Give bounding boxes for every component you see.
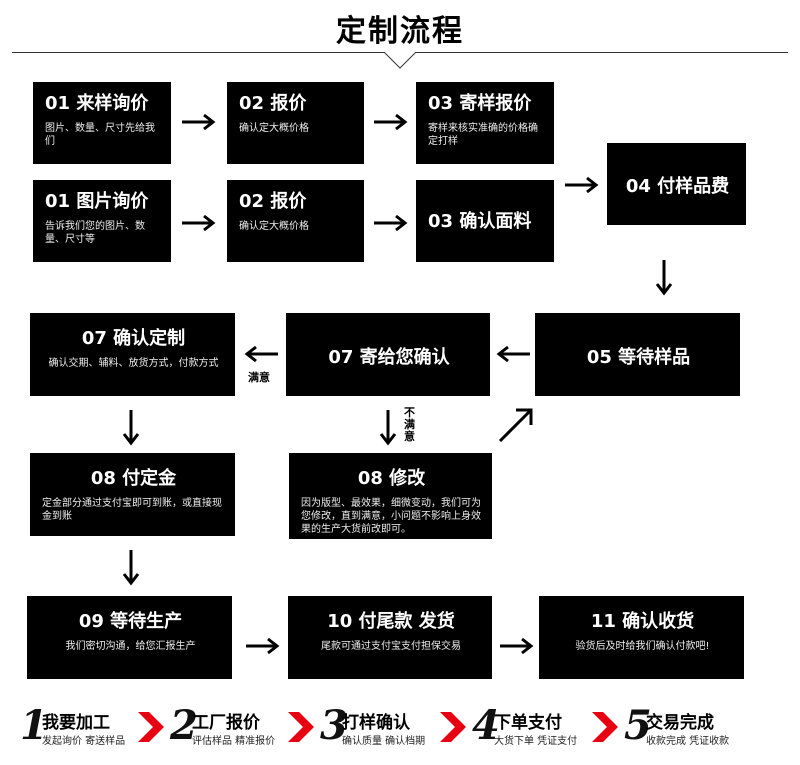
arrow-right-icon <box>182 113 216 131</box>
box-heading: 08 付定金 <box>90 468 177 489</box>
box-heading: 10 付尾款 发货 <box>327 611 455 632</box>
label-char: 满 <box>404 418 415 431</box>
box-heading: 03 寄样报价 <box>428 93 532 114</box>
step-box-final-payment-ship: 10 付尾款 发货 尾款可通过支付宝支付担保交易 <box>288 596 492 679</box>
arrow-right-icon <box>182 214 216 232</box>
arrow-right-icon <box>374 214 408 232</box>
summary-step-2: 2 工厂报价 评估样品 精准报价 <box>170 702 290 750</box>
summary-step-3: 3 打样确认 确认质量 确认档期 <box>320 702 440 750</box>
step-number: 1 <box>20 702 48 749</box>
box-description: 确认定大概价格 <box>239 123 309 134</box>
box-description: 我们密切沟通，给您汇报生产 <box>65 641 196 652</box>
arrow-left-icon <box>496 345 530 363</box>
step-box-mail-sample-quote: 03 寄样报价 寄样来核实准确的价格确定打样 <box>416 82 554 164</box>
step-number: 5 <box>624 702 652 749</box>
page-title: 定制流程 <box>336 14 464 49</box>
chevron-right-icon <box>592 712 618 742</box>
box-heading: 05 等待样品 <box>586 346 691 368</box>
box-heading: 03 确认面料 <box>428 211 532 232</box>
chevron-right-icon <box>288 712 314 742</box>
summary-step-4: 4 下单支付 大货下单 凭证支付 <box>472 702 592 750</box>
summary-step-5: 5 交易完成 收款完成 凭证收款 <box>624 702 744 750</box>
arrow-up-right-icon <box>498 408 533 443</box>
label-char: 意 <box>404 430 415 443</box>
step-subtitle: 发起询价 寄送样品 <box>42 736 126 747</box>
arrow-right-icon <box>246 637 280 655</box>
step-title: 我要加工 <box>42 713 110 733</box>
step-box-confirm-customization: 07 确认定制 确认交期、辅料、放货方式，付款方式 <box>30 313 235 396</box>
box-description: 验货后及时给我们确认付款吧! <box>575 641 710 652</box>
step-number: 4 <box>472 702 500 749</box>
title-notch-icon <box>384 52 416 69</box>
step-box-confirm-fabric: 03 确认面料 <box>416 180 554 262</box>
step-number: 2 <box>170 702 198 749</box>
step-subtitle: 确认质量 确认档期 <box>342 736 426 747</box>
box-description: 图片、数量、尺寸先给我们 <box>45 123 155 147</box>
step-box-send-for-confirmation: 07 寄给您确认 <box>286 313 490 396</box>
step-box-wait-sample: 05 等待样品 <box>535 313 740 396</box>
step-box-pay-deposit: 08 付定金 定金部分通过支付宝即可到账，或直接现金到账 <box>30 453 235 536</box>
step-subtitle: 大货下单 凭证支付 <box>494 736 578 747</box>
label-char: 不 <box>404 406 415 419</box>
arrow-down-icon <box>122 410 140 446</box>
box-description: 因为版型、最效果，细微变动，我们可为您修改，直到满意，小问题不影响上身效果的生产… <box>301 498 481 535</box>
box-heading: 02 报价 <box>239 93 307 114</box>
box-description: 告诉我们您的图片、数量、尺寸等 <box>45 221 145 245</box>
box-heading: 02 报价 <box>239 191 307 212</box>
box-heading: 09 等待生产 <box>78 611 183 632</box>
step-number: 3 <box>320 702 348 749</box>
step-box-pay-sample-fee: 04 付样品费 <box>607 143 746 225</box>
summary-step-1: 1 我要加工 发起询价 寄送样品 <box>20 702 140 750</box>
box-heading: 01 图片询价 <box>45 191 149 212</box>
box-description: 尾款可通过支付宝支付担保交易 <box>321 641 461 652</box>
step-box-image-inquiry: 01 图片询价 告诉我们您的图片、数量、尺寸等 <box>33 180 171 262</box>
step-box-wait-production: 09 等待生产 我们密切沟通，给您汇报生产 <box>27 596 232 679</box>
arrow-right-icon <box>565 176 599 194</box>
box-description: 寄样来核实准确的价格确定打样 <box>428 123 538 147</box>
step-title: 交易完成 <box>646 713 714 733</box>
arrow-down-icon <box>655 260 673 296</box>
box-heading: 01 来样询价 <box>45 93 149 114</box>
arrow-down-icon <box>122 550 140 586</box>
chevron-right-icon <box>440 712 466 742</box>
arrow-right-icon <box>374 113 408 131</box>
box-heading: 07 寄给您确认 <box>328 346 450 368</box>
box-description: 定金部分通过支付宝即可到账，或直接现金到账 <box>42 498 222 522</box>
step-box-revise: 08 修改 因为版型、最效果，细微变动，我们可为您修改，直到满意，小问题不影响上… <box>289 453 492 539</box>
step-title: 工厂报价 <box>192 713 260 733</box>
arrow-down-icon <box>379 410 397 446</box>
box-description: 确认定大概价格 <box>239 221 309 232</box>
label-satisfied: 满意 <box>248 371 270 384</box>
arrow-left-icon <box>244 345 278 363</box>
box-heading: 08 修改 <box>357 468 426 489</box>
box-description: 确认交期、辅料、放货方式，付款方式 <box>48 358 219 369</box>
box-heading: 04 付样品费 <box>625 176 730 197</box>
step-box-sample-inquiry: 01 来样询价 图片、数量、尺寸先给我们 <box>33 82 171 164</box>
box-heading: 07 确认定制 <box>81 328 186 349</box>
label-unsatisfied: 不 满 意 <box>404 407 418 443</box>
box-heading: 11 确认收货 <box>590 611 695 632</box>
step-subtitle: 收款完成 凭证收款 <box>646 736 730 747</box>
arrow-right-icon <box>500 637 534 655</box>
chevron-right-icon <box>138 712 164 742</box>
step-box-quote-2: 02 报价 确认定大概价格 <box>227 180 364 262</box>
step-box-quote: 02 报价 确认定大概价格 <box>227 82 364 164</box>
step-title: 打样确认 <box>342 713 410 733</box>
step-box-confirm-receipt: 11 确认收货 验货后及时给我们确认付款吧! <box>539 596 744 679</box>
step-subtitle: 评估样品 精准报价 <box>192 736 276 747</box>
step-title: 下单支付 <box>494 713 562 733</box>
